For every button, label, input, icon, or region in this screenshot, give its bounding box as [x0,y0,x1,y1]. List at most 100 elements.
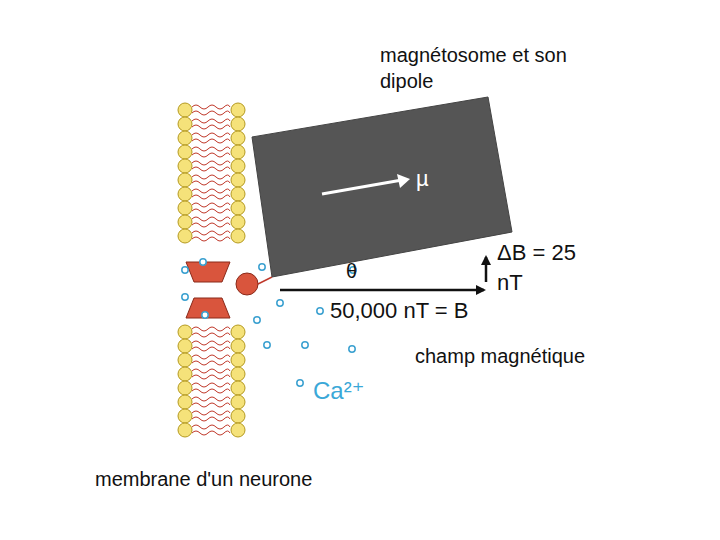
calcium-ion [182,294,188,300]
lipid-tail [192,361,230,365]
lipid-head [178,367,192,381]
field-value-label: 50,000 nT = B [330,298,468,324]
lipid-tail [192,161,230,165]
dipole-symbol: µ [416,166,429,192]
lipid-tail [192,355,230,359]
calcium-ion [349,346,355,352]
field-label: champ magnétique [415,343,585,369]
lipid-head [178,103,192,117]
lipid-tail [192,125,230,129]
lipid-tail [192,175,230,179]
channel-bottom [186,298,230,318]
lipid-tail [192,203,230,207]
calcium-ion [202,312,208,318]
lipid-head [231,409,245,423]
lipid-tail [192,347,230,351]
lipid-head [178,215,192,229]
lipid-tail [192,147,230,151]
lipid-tail [192,369,230,373]
lipid-tail [192,341,230,345]
delta-b-arrow [485,257,488,282]
lipid-head [231,381,245,395]
calcium-ion [182,267,188,273]
calcium-ion [277,300,283,306]
lipid-tail [192,237,230,241]
lipid-heads [178,103,245,437]
lipid-tail [192,327,230,331]
lipid-head [178,117,192,131]
lipid-head [231,367,245,381]
lipid-head [231,131,245,145]
lipid-head [178,159,192,173]
lipid-head [178,131,192,145]
lipid-head [178,201,192,215]
lipid-head [231,325,245,339]
field-arrow [280,289,484,292]
lipid-tail [192,111,230,115]
lipid-head [178,325,192,339]
lipid-head [178,353,192,367]
calcium-ion [259,264,265,270]
lipid-head [178,145,192,159]
lipid-head [231,423,245,437]
lipid-head [231,173,245,187]
ion-label: Ca²⁺ [313,378,364,404]
lipid-tail [192,411,230,415]
lipid-tail [192,181,230,185]
calcium-ion [302,342,308,348]
part-label: magnétosome et son dipole [380,42,580,94]
calcium-ion [297,380,303,386]
lipid-head [178,339,192,353]
gate-link [258,277,272,284]
lipid-head [231,201,245,215]
lipid-tail [192,389,230,393]
channel-gate [236,273,258,295]
lipid-tail [192,119,230,123]
lipid-tail [192,375,230,379]
lipid-head [231,103,245,117]
lipid-tail [192,189,230,193]
lipid-tail [192,105,230,109]
lipid-head [178,173,192,187]
lipid-tail [192,217,230,221]
lipid-head [231,187,245,201]
lipid-head [231,145,245,159]
lipid-tail [192,209,230,213]
magnetosome-box: µ [250,94,514,280]
lipid-head [178,409,192,423]
lipid-head [231,339,245,353]
calcium-ion [317,308,323,314]
lipid-tail [192,231,230,235]
calcium-ion [254,317,260,323]
calcium-ion [200,259,206,265]
lipid-head [178,187,192,201]
lipid-tail [192,133,230,137]
lipid-tail [192,425,230,429]
lipid-tail [192,383,230,387]
calcium-ion [264,342,270,348]
lipid-tail [192,333,230,337]
lipid-head [231,117,245,131]
lipid-head [178,423,192,437]
lipid-tail [192,223,230,227]
lipid-tail [192,397,230,401]
lipid-head [231,215,245,229]
lipid-head [231,229,245,243]
lipid-head [231,159,245,173]
lipid-tail [192,403,230,407]
lipid-tail [192,153,230,157]
lipid-head [178,381,192,395]
lipid-tail [192,167,230,171]
magnetosome-shape [250,94,514,280]
lipid-head [231,395,245,409]
channel-top [186,262,230,282]
angle-symbol: θ [346,258,357,284]
lipid-tail [192,417,230,421]
lipid-head [231,353,245,367]
lipid-head [178,229,192,243]
lipid-tail [192,431,230,435]
lipid-head [178,395,192,409]
field-change-label: ΔB = 25 nT [497,238,577,298]
lipid-tail [192,139,230,143]
